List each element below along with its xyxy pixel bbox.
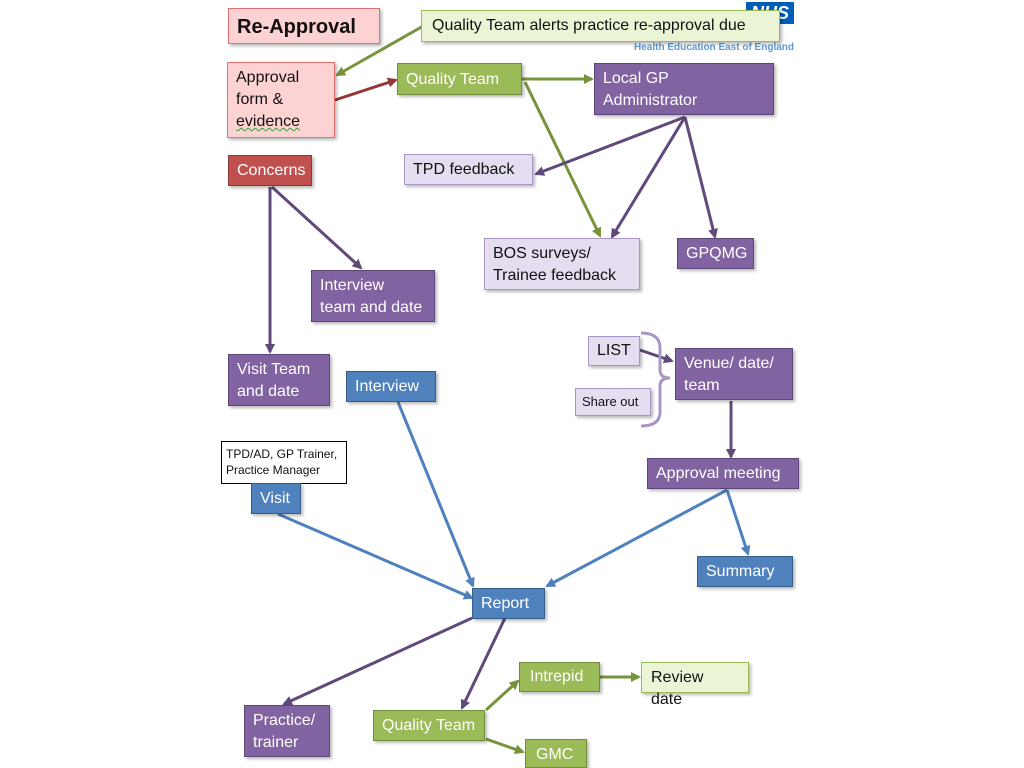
arrow-visit-to-report [277, 512, 474, 600]
bos-surveys-box: BOS surveys/ Trainee feedback [484, 238, 640, 290]
share-out-box: Share out [575, 388, 651, 416]
arrow-local-gp-to-tpd-feedback [534, 115, 686, 176]
venue-line-1: Venue/ date/ [684, 355, 774, 372]
local-gp-line-2: Administrator [603, 92, 698, 109]
report-label: Report [481, 595, 530, 612]
approval-meeting-box: Approval meeting [647, 458, 799, 489]
interview-box: Interview [346, 371, 436, 402]
approval-meeting-label: Approval meeting [656, 465, 781, 482]
local-gp-line-1: Local GP [603, 70, 669, 87]
approval-form-line-2: form & [236, 91, 284, 108]
visit-team-line-1: Visit Team [237, 361, 311, 378]
alert-text: Quality Team alerts practice re-approval… [432, 17, 746, 34]
arrow-quality-team-to-intrepid [484, 679, 520, 712]
venue-date-team-box: Venue/ date/ team [675, 348, 793, 400]
gmc-label: GMC [536, 746, 574, 763]
gpqmg-box: GPQMG [677, 238, 754, 269]
review-date-box: Review date [641, 662, 749, 708]
summary-box: Summary [697, 556, 793, 587]
quality-team-top-box: Quality Team [397, 63, 522, 95]
arrow-interview-to-report [396, 401, 475, 588]
tpd-feedback-label: TPD feedback [413, 161, 515, 178]
page-title: Re-Approval [228, 8, 380, 44]
arrow-report-to-quality-team-bottom [460, 617, 507, 710]
arrow-approval-meeting-to-summary [725, 489, 751, 556]
visit-team-box: Visit Team and date [228, 354, 330, 406]
nhs-logo-org: Health Education East of England [633, 42, 794, 53]
interview-team-box: Interview team and date [311, 270, 435, 322]
gpqmg-label: GPQMG [686, 245, 748, 262]
approval-form-line-1: Approval [236, 69, 300, 86]
intrepid-label: Intrepid [530, 668, 584, 685]
list-box: LIST [588, 336, 640, 366]
visit-label: Visit [260, 490, 290, 507]
quality-team-bottom-box: Quality Team [373, 710, 485, 741]
intrepid-box: Intrepid [519, 662, 600, 692]
concerns-box: Concerns [228, 155, 312, 186]
review-date-label: Review date [651, 669, 704, 708]
arrow-list-to-venue [639, 348, 674, 364]
alert-box: Quality Team alerts practice re-approval… [421, 10, 780, 42]
practice-line-1: Practice/ [253, 712, 316, 729]
summary-label: Summary [706, 563, 775, 580]
approval-form-box: Approval form & evidence [227, 62, 335, 138]
interview-label: Interview [355, 378, 420, 395]
arrow-concerns-to-interview-team [270, 185, 363, 270]
bos-line-2: Trainee feedback [493, 267, 617, 284]
arrow-alert-to-approval-form [335, 23, 426, 77]
gmc-box: GMC [525, 739, 587, 768]
interview-team-line-1: Interview [320, 277, 385, 294]
practice-trainer-box: Practice/ trainer [244, 705, 330, 757]
visit-note-line-2: Practice Manager [226, 463, 321, 477]
concerns-label: Concerns [237, 162, 306, 179]
arrow-quality-team-to-gmc [485, 737, 525, 755]
practice-line-2: trainer [253, 734, 299, 751]
report-box: Report [472, 588, 545, 619]
interview-team-line-2: team and date [320, 299, 423, 316]
visit-team-line-2: and date [237, 383, 300, 400]
arrow-approval-form-to-quality-team [334, 77, 398, 102]
visit-box: Visit [251, 483, 301, 514]
local-gp-admin-box: Local GP Administrator [594, 63, 774, 115]
venue-line-2: team [684, 377, 720, 394]
quality-team-bottom-label: Quality Team [382, 717, 476, 734]
tpd-feedback-box: TPD feedback [404, 154, 533, 185]
quality-team-top-label: Quality Team [406, 71, 500, 88]
share-out-label: Share out [582, 394, 639, 409]
visit-participants-note: TPD/AD, GP Trainer, Practice Manager [221, 441, 347, 484]
arrow-report-to-practice [282, 616, 473, 706]
bracket-brace [640, 331, 671, 428]
arrow-approval-meeting-to-report [545, 488, 728, 588]
bos-line-1: BOS surveys/ [493, 245, 591, 262]
arrow-quality-team-to-bos [523, 81, 602, 238]
approval-form-line-3: evidence [236, 113, 301, 130]
list-label: LIST [597, 342, 631, 359]
arrow-local-gp-to-gpqmg [683, 116, 718, 239]
visit-note-line-1: TPD/AD, GP Trainer, [226, 447, 338, 461]
arrow-local-gp-to-bos [610, 116, 687, 239]
